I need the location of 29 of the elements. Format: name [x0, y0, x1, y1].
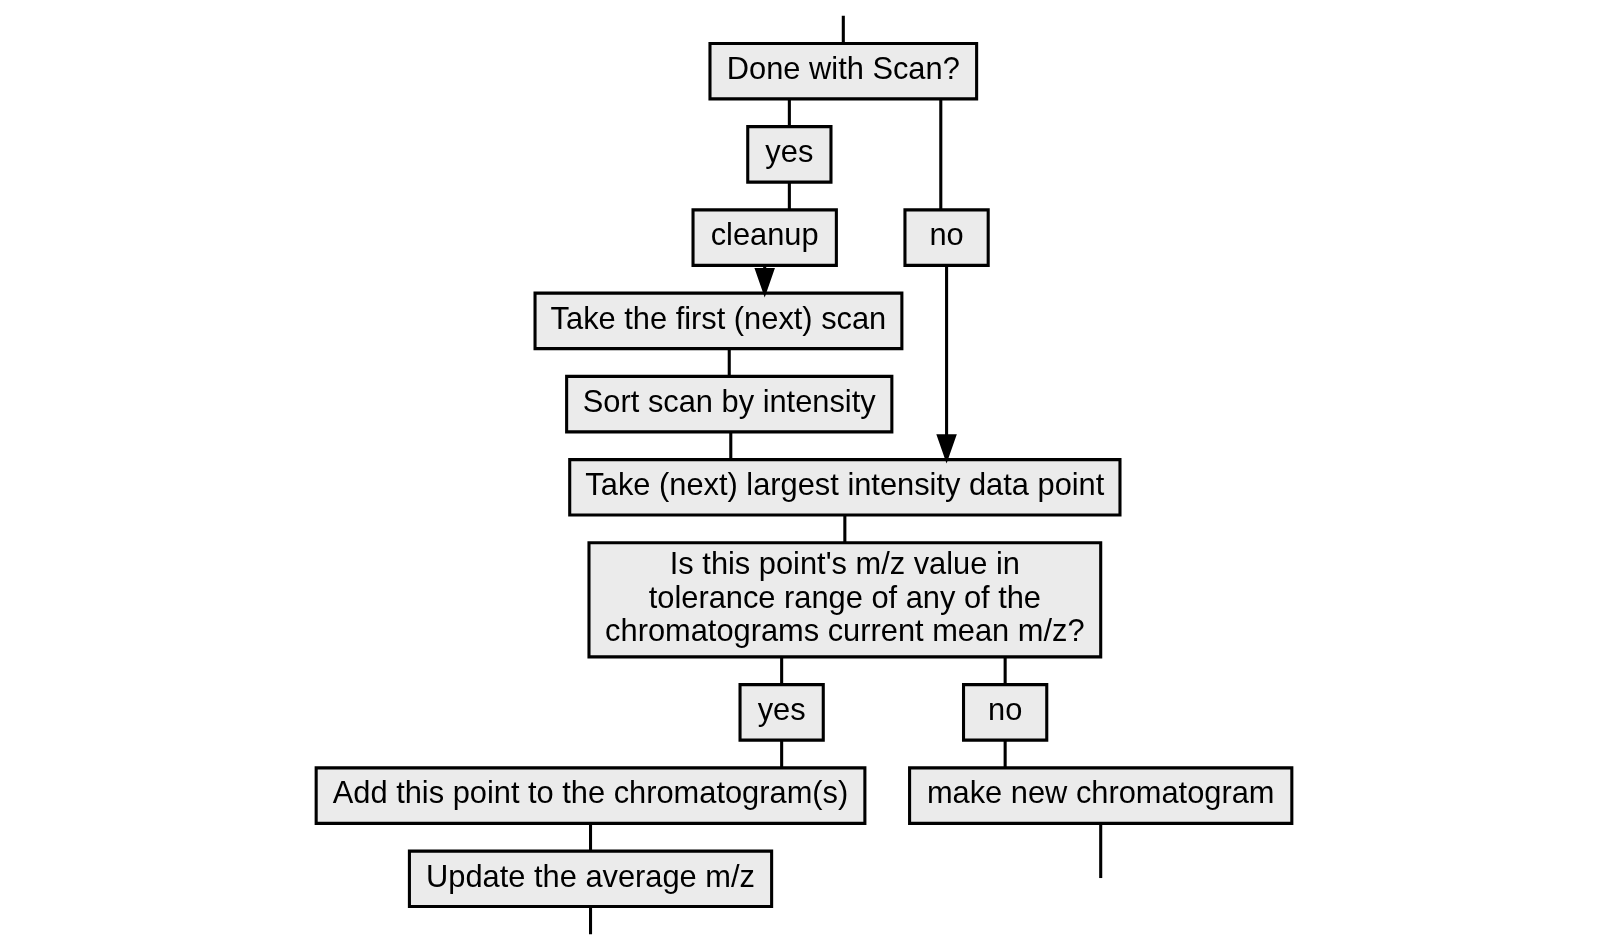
connector [727, 349, 731, 376]
connector [939, 99, 943, 210]
connector [1099, 823, 1103, 879]
arrow [936, 265, 957, 464]
node-box: Update the average m/z [407, 849, 774, 909]
node-box: no [903, 208, 990, 267]
node-box: no [962, 683, 1049, 742]
node-box: Done with Scan? [708, 41, 979, 101]
connector [1003, 657, 1007, 685]
arrow [754, 268, 775, 298]
node-box: Take the first (next) scan [533, 291, 904, 351]
node-box: cleanup [691, 208, 838, 267]
connector [589, 906, 593, 935]
node-box: Sort scan by intensity [565, 374, 894, 434]
node-box: Is this point's m/z value in tolerance range of any of the chromatograms current mean m/z? [587, 541, 1103, 659]
node-box: yes [738, 683, 825, 742]
node-box: Take (next) largest intensity data point [568, 458, 1122, 517]
connector [787, 99, 791, 127]
connector [1003, 740, 1007, 768]
node-box: Add this point to the chromatogram(s) [314, 766, 867, 825]
connector [841, 15, 845, 44]
connector [589, 823, 593, 851]
connector [843, 515, 847, 543]
connector [780, 740, 784, 768]
node-box: make new chromatogram [908, 766, 1294, 825]
node-box: yes [746, 125, 833, 184]
connector [780, 657, 784, 685]
connector [787, 182, 791, 210]
connector [729, 432, 733, 460]
